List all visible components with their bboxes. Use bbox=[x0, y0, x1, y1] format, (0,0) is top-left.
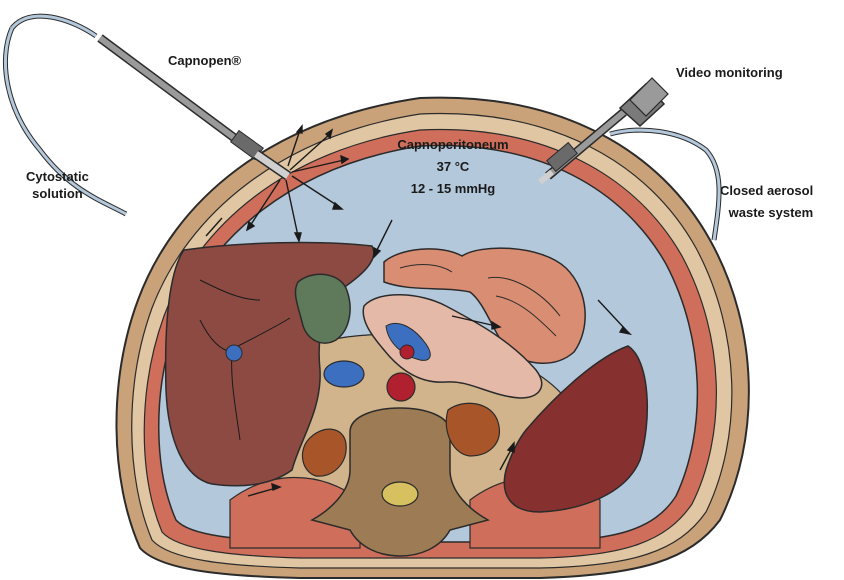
spinal-canal bbox=[382, 482, 418, 506]
cytostatic-line-2: solution bbox=[26, 185, 89, 202]
label-capnoperitoneum: Capnoperitoneum 37 °C 12 - 15 mmHg bbox=[378, 134, 528, 200]
aerosol-line-1: Closed aerosol bbox=[720, 180, 813, 202]
video-text: Video monitoring bbox=[676, 64, 783, 81]
hepatic-vessel bbox=[226, 345, 242, 361]
aorta bbox=[387, 373, 415, 401]
aerosol-line-2: waste system bbox=[720, 202, 813, 224]
label-capnopen: Capnopen® bbox=[168, 52, 241, 69]
capnoperitoneum-line-1: Capnoperitoneum bbox=[378, 134, 528, 156]
capnoperitoneum-line-2: 37 °C bbox=[378, 156, 528, 178]
capnopen-text: Capnopen® bbox=[168, 52, 241, 69]
label-closed-aerosol-waste-system: Closed aerosol waste system bbox=[720, 180, 813, 224]
label-video-monitoring: Video monitoring bbox=[676, 64, 783, 81]
cytostatic-line-1: Cytostatic bbox=[26, 168, 89, 185]
capnoperitoneum-line-3: 12 - 15 mmHg bbox=[378, 178, 528, 200]
label-cytostatic-solution: Cytostatic solution bbox=[26, 168, 89, 202]
inferior-vena-cava bbox=[324, 361, 364, 387]
sma bbox=[400, 345, 414, 359]
